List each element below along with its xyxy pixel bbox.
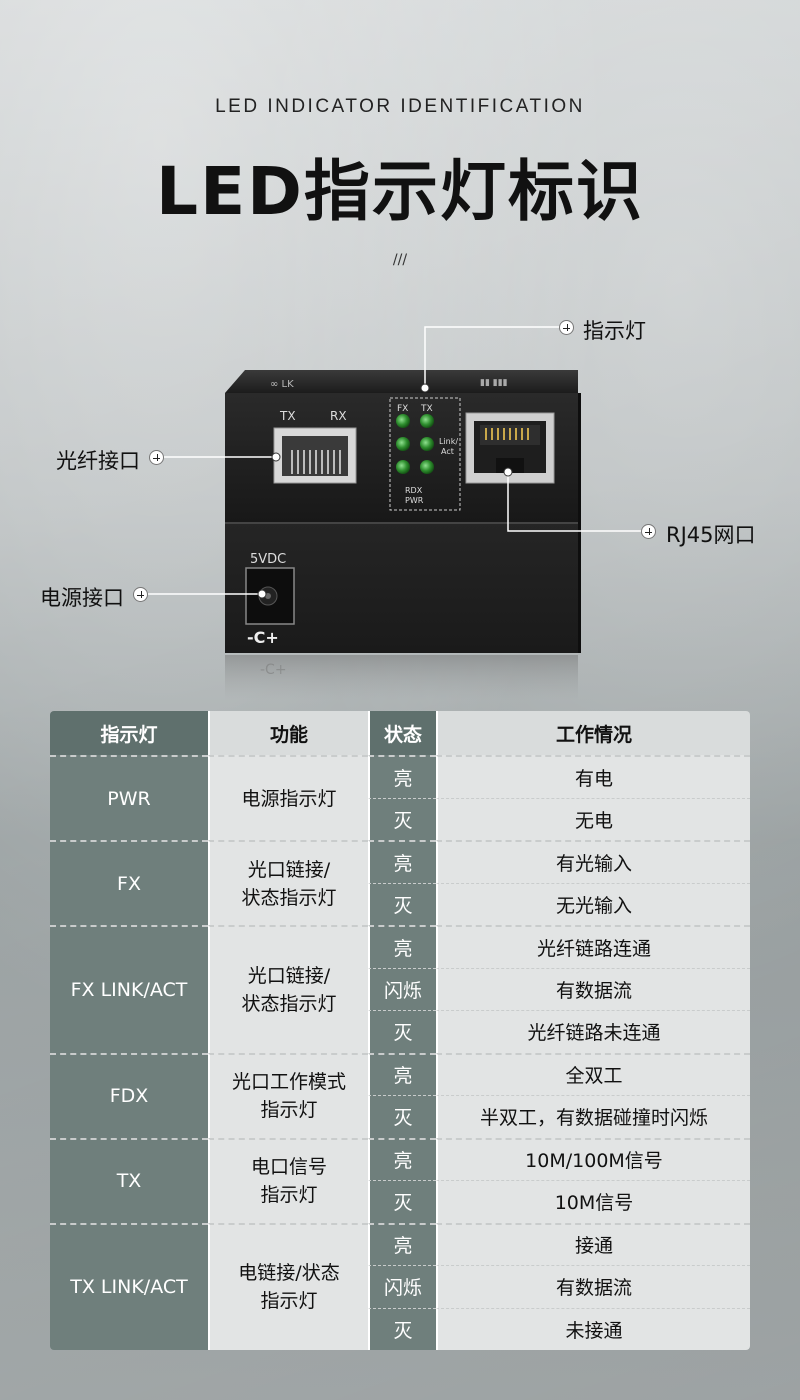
- state-cell: 灭: [368, 1010, 436, 1053]
- state-cell: 灭: [368, 1095, 436, 1138]
- led-tx-link: [420, 437, 434, 451]
- device-reflection: [225, 655, 578, 700]
- operation-cell: 10M信号: [436, 1180, 750, 1223]
- tx-port-label: TX: [279, 409, 296, 423]
- state-cell: 闪烁: [368, 1265, 436, 1308]
- led-status-table: 指示灯 功能 状态 工作情况 PWR 电源指示灯 亮 有电 灭 无电 FX 光口…: [50, 711, 750, 1350]
- function-cell: 光口工作模式指示灯: [208, 1052, 368, 1138]
- header-operation: 工作情况: [436, 711, 750, 755]
- function-cell: 电源指示灯: [208, 755, 368, 840]
- led-label-pwr: PWR: [405, 496, 424, 505]
- led-label-rdx: RDX: [405, 486, 423, 495]
- state-cell: 亮: [368, 755, 436, 798]
- led-fdx: [396, 460, 410, 474]
- state-cell: 灭: [368, 1180, 436, 1223]
- svg-text:∞ LK: ∞ LK: [270, 379, 294, 390]
- operation-cell: 有数据流: [436, 1265, 750, 1308]
- operation-cell: 无电: [436, 797, 750, 840]
- power-port-label: 5VDC: [250, 552, 286, 567]
- header-indicator: 指示灯: [50, 711, 208, 755]
- svg-text:▮▮ ▮▮▮: ▮▮ ▮▮▮: [480, 378, 508, 388]
- function-cell: 电链接/状态指示灯: [208, 1222, 368, 1350]
- state-cell: 灭: [368, 1307, 436, 1350]
- header-function: 功能: [208, 711, 368, 755]
- rx-port-label: RX: [330, 409, 347, 423]
- indicator-name: TX: [50, 1137, 208, 1223]
- operation-cell: 光纤链路未连通: [436, 1010, 750, 1053]
- device-top-face: [225, 370, 578, 393]
- indicator-name: FX: [50, 840, 208, 925]
- function-cell: 电口信号指示灯: [208, 1137, 368, 1223]
- callout-rj45-port: RJ45网口: [666, 523, 756, 547]
- led-panel: [389, 397, 461, 511]
- operation-cell: 无光输入: [436, 882, 750, 925]
- state-cell: 亮: [368, 1052, 436, 1095]
- page-title: LED指示灯标识: [156, 153, 644, 230]
- separator-mark: ///: [392, 252, 408, 268]
- operation-cell: 有光输入: [436, 840, 750, 883]
- fiber-port-plus-icon: [149, 450, 164, 465]
- operation-cell: 光纤链路连通: [436, 925, 750, 968]
- callout-indicator: 指示灯: [583, 319, 646, 343]
- page-subtitle: LED INDICATOR IDENTIFICATION: [215, 96, 585, 117]
- state-cell: 灭: [368, 882, 436, 925]
- state-cell: 闪烁: [368, 967, 436, 1010]
- state-cell: 亮: [368, 1137, 436, 1180]
- indicator-plus-icon: [559, 320, 574, 335]
- svg-text:-C+: -C+: [260, 662, 287, 678]
- indicator-name: PWR: [50, 755, 208, 840]
- led-label-tx: TX: [420, 404, 433, 414]
- polarity-symbol: -C+: [247, 628, 279, 647]
- operation-cell: 全双工: [436, 1052, 750, 1095]
- operation-cell: 有电: [436, 755, 750, 798]
- media-converter-illustration: ∞ LK ▮▮ ▮▮▮ -C+ TX RX FX TX Link/ Act RD…: [225, 370, 581, 700]
- led-fx-link: [396, 437, 410, 451]
- operation-cell: 半双工，有数据碰撞时闪烁: [436, 1095, 750, 1138]
- indicator-name: FX LINK/ACT: [50, 925, 208, 1053]
- led-label-link: Link/: [439, 437, 458, 446]
- led-fx: [396, 414, 410, 428]
- indicator-name: FDX: [50, 1052, 208, 1138]
- function-cell: 光口链接/状态指示灯: [208, 925, 368, 1053]
- function-cell: 光口链接/状态指示灯: [208, 840, 368, 925]
- callout-fiber-port: 光纤接口: [56, 449, 140, 473]
- led-label-fx: FX: [397, 404, 408, 414]
- operation-cell: 10M/100M信号: [436, 1137, 750, 1180]
- state-cell: 亮: [368, 1222, 436, 1265]
- operation-cell: 接通: [436, 1222, 750, 1265]
- operation-cell: 有数据流: [436, 967, 750, 1010]
- led-tx: [420, 414, 434, 428]
- operation-cell: 未接通: [436, 1307, 750, 1350]
- led-pwr: [420, 460, 434, 474]
- state-cell: 灭: [368, 797, 436, 840]
- state-cell: 亮: [368, 925, 436, 968]
- state-cell: 亮: [368, 840, 436, 883]
- header-state: 状态: [368, 711, 436, 755]
- indicator-name: TX LINK/ACT: [50, 1222, 208, 1350]
- callout-power-port: 电源接口: [40, 586, 124, 610]
- power-port-plus-icon: [133, 587, 148, 602]
- led-label-act: Act: [441, 447, 454, 456]
- rj45-plus-icon: [641, 524, 656, 539]
